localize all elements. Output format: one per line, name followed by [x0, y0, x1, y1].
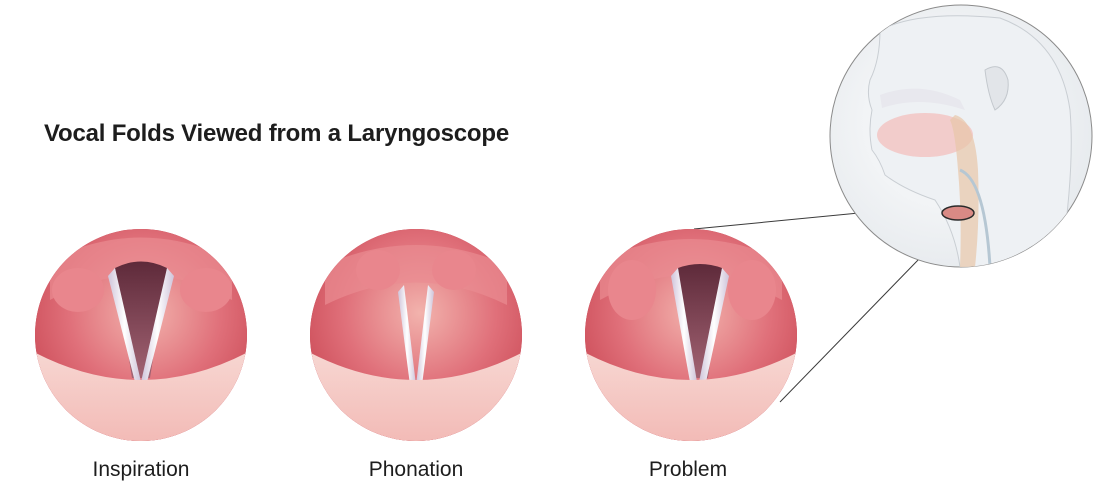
panel-phonation-illustration	[310, 229, 522, 441]
caption-problem: Problem	[648, 458, 728, 481]
caption-inspiration: Inspiration	[92, 458, 190, 481]
inset-head-illustration	[829, 4, 1093, 268]
panel-inspiration-illustration	[35, 229, 247, 441]
panel-problem-illustration	[585, 229, 797, 441]
caption-phonation: Phonation	[368, 458, 464, 481]
diagram-title: Vocal Folds Viewed from a Laryngoscope	[44, 120, 509, 147]
